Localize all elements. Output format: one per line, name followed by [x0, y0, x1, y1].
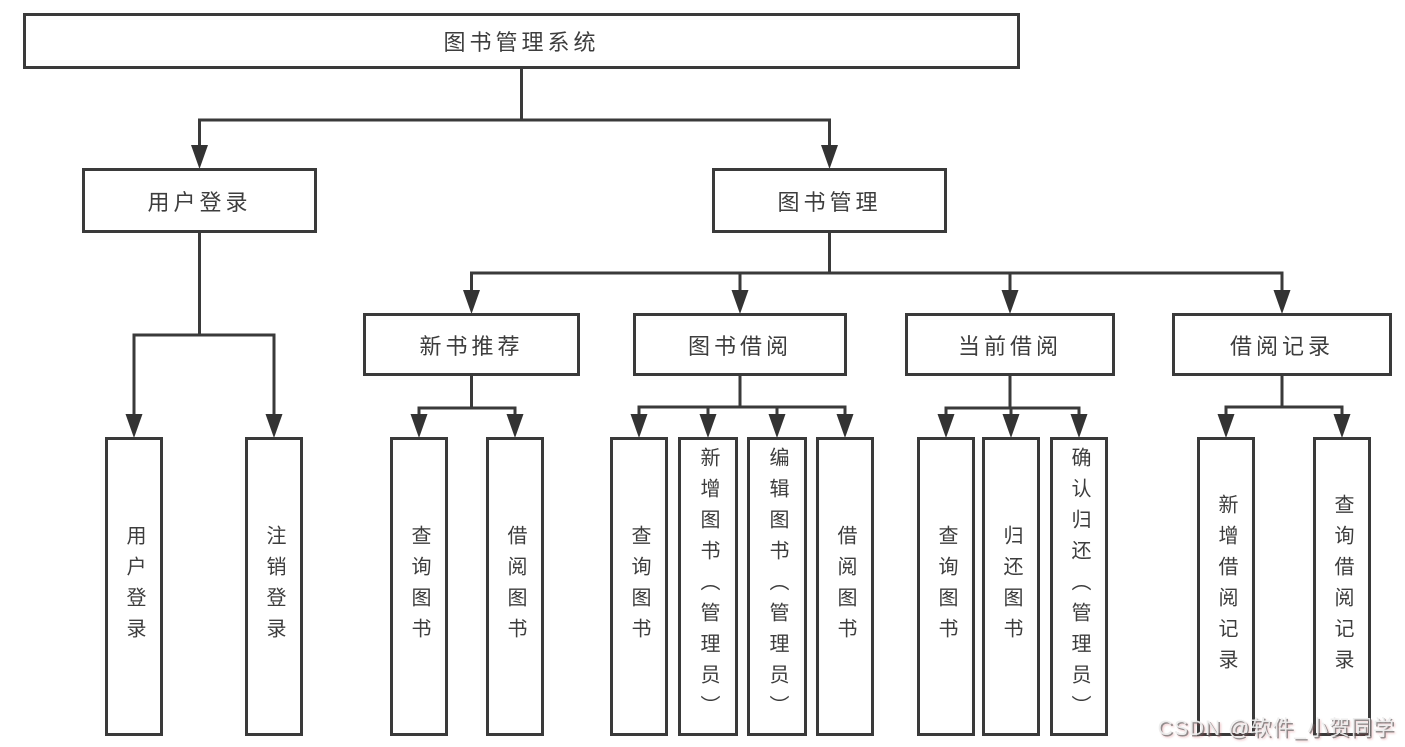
node-book-borrow: 图书借阅 — [633, 313, 847, 376]
node-label-nb-borrow: 借阅图书 — [504, 524, 526, 649]
arrowhead-ul-logout — [265, 414, 283, 438]
arrowhead-bb-edit — [768, 414, 786, 438]
arrowhead-br-query — [1333, 414, 1351, 438]
arrowhead-bb-borrow — [836, 414, 854, 438]
node-label-nb-query: 查询图书 — [408, 524, 430, 649]
arrowhead-borrow-records — [1273, 290, 1291, 314]
arrowhead-current-borrow — [1001, 290, 1019, 314]
node-nb-query: 查询图书 — [390, 437, 448, 736]
node-label-bb-query: 查询图书 — [628, 524, 650, 649]
node-borrow-records: 借阅记录 — [1172, 313, 1392, 376]
node-bb-edit: 编辑图书（管理员） — [747, 437, 807, 736]
node-label-br-query: 查询借阅记录 — [1331, 493, 1353, 680]
arrowhead-cb-return — [1002, 414, 1020, 438]
arrowhead-nb-borrow — [506, 414, 524, 438]
arrowhead-user-login — [191, 145, 208, 169]
node-cb-confirm: 确认归还（管理员） — [1050, 437, 1108, 736]
node-label-ul-logout: 注销登录 — [263, 524, 285, 649]
arrowhead-ul-login — [125, 414, 143, 438]
node-bb-add: 新增图书（管理员） — [678, 437, 738, 736]
arrowhead-br-add — [1217, 414, 1235, 438]
node-label-br-add: 新增借阅记录 — [1215, 493, 1237, 680]
node-br-query: 查询借阅记录 — [1313, 437, 1371, 736]
node-label-borrow-records: 借阅记录 — [1229, 333, 1334, 359]
node-label-root: 图书管理系统 — [443, 30, 600, 55]
node-label-current-borrow: 当前借阅 — [957, 333, 1062, 359]
node-bb-query: 查询图书 — [610, 437, 668, 736]
node-br-add: 新增借阅记录 — [1197, 437, 1255, 736]
node-label-cb-return: 归还图书 — [1000, 524, 1022, 649]
node-bb-borrow: 借阅图书 — [816, 437, 874, 736]
arrowhead-nb-query — [410, 414, 428, 438]
arrowhead-bb-query — [630, 414, 648, 438]
node-root: 图书管理系统 — [23, 13, 1020, 69]
node-label-bb-edit: 编辑图书（管理员） — [766, 447, 788, 726]
node-label-book-mgmt: 图书管理 — [777, 189, 882, 215]
node-book-mgmt: 图书管理 — [712, 168, 947, 233]
node-current-borrow: 当前借阅 — [905, 313, 1115, 376]
node-nb-borrow: 借阅图书 — [486, 437, 544, 736]
node-ul-logout: 注销登录 — [245, 437, 303, 736]
node-label-ul-login: 用户登录 — [123, 524, 145, 649]
arrowhead-book-borrow — [731, 290, 749, 314]
arrowhead-cb-confirm — [1070, 414, 1088, 438]
node-label-cb-query: 查询图书 — [935, 524, 957, 649]
node-label-cb-confirm: 确认归还（管理员） — [1068, 447, 1090, 726]
node-new-books: 新书推荐 — [363, 313, 580, 376]
arrowhead-cb-query — [937, 414, 955, 438]
node-label-new-books: 新书推荐 — [419, 333, 524, 359]
arrowhead-new-books — [463, 290, 480, 314]
node-label-book-borrow: 图书借阅 — [687, 333, 792, 359]
node-cb-return: 归还图书 — [982, 437, 1040, 736]
node-label-bb-borrow: 借阅图书 — [834, 524, 856, 649]
node-user-login: 用户登录 — [82, 168, 317, 233]
node-cb-query: 查询图书 — [917, 437, 975, 736]
node-label-bb-add: 新增图书（管理员） — [697, 447, 719, 726]
node-label-user-login: 用户登录 — [147, 189, 252, 215]
arrowhead-book-mgmt — [821, 145, 838, 169]
node-ul-login: 用户登录 — [105, 437, 163, 736]
arrowhead-bb-add — [699, 414, 717, 438]
